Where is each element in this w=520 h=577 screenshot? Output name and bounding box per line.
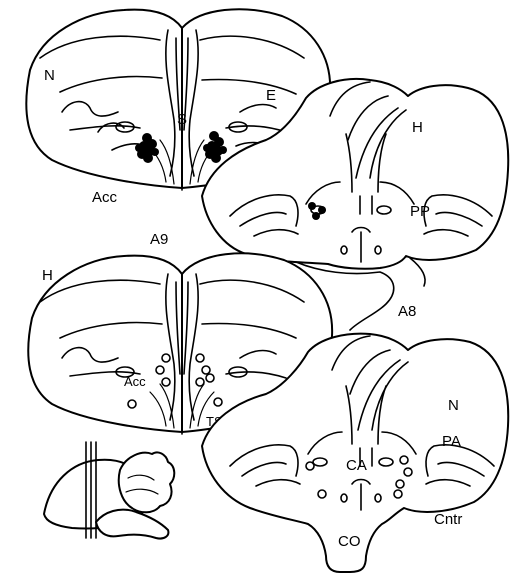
label-a8: A8 (398, 303, 416, 320)
sagittal-inset (44, 442, 174, 539)
label-e-top: E (266, 87, 276, 104)
label-co: CO (338, 533, 361, 550)
label-pp: PP (410, 203, 430, 220)
label-n-bottom: N (448, 397, 459, 414)
label-acc-top: Acc (92, 189, 118, 206)
inset-brainstem (96, 510, 168, 539)
inset-cerebellum (119, 452, 175, 512)
label-pa: PA (442, 433, 461, 450)
label-acc-mid: Acc (124, 374, 146, 389)
label-ca: CA (346, 457, 367, 474)
label-a9: A9 (150, 231, 168, 248)
label-n-top: N (44, 67, 55, 84)
label-h-mid: H (42, 267, 53, 284)
label-s-top: S (177, 111, 187, 128)
label-h-right-top: H (412, 119, 423, 136)
label-cntr: Cntr (434, 511, 462, 528)
